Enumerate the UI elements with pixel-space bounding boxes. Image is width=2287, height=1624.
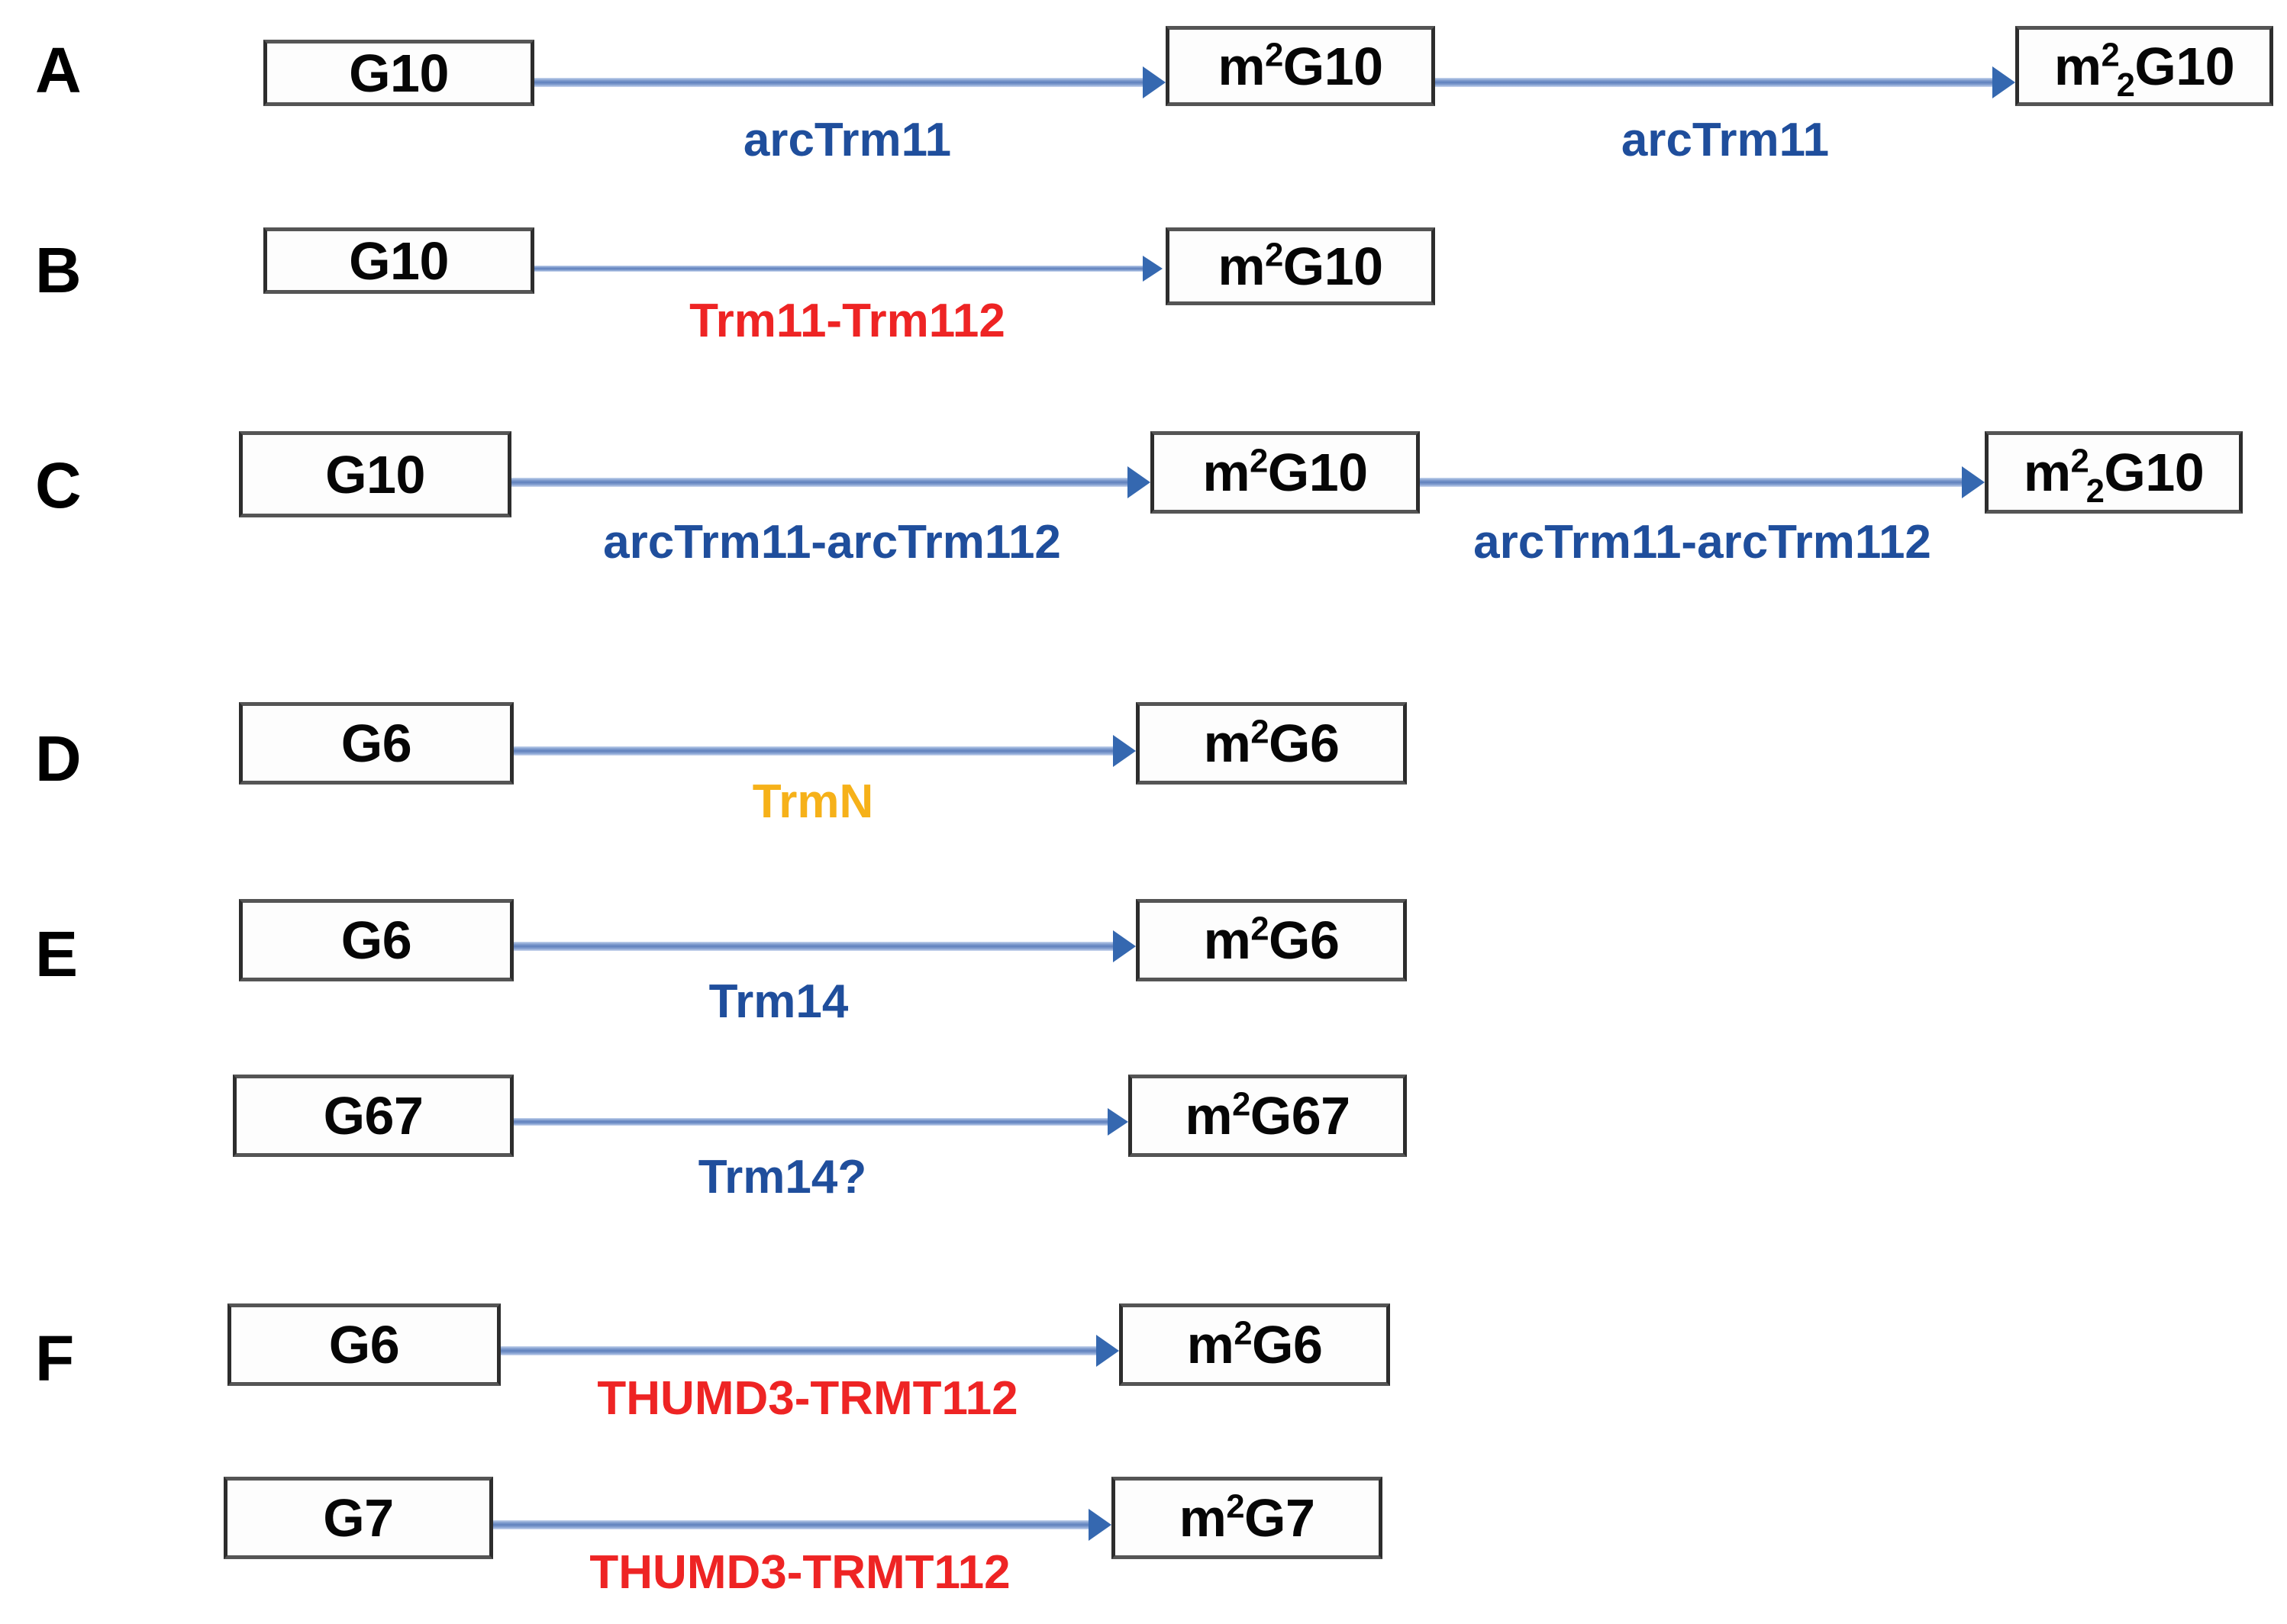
enzyme-label-f2-thumd3-trmt112: THUMD3-TRMT112 — [589, 1546, 1011, 1599]
node-box-b-m2g10: m2G10 — [1166, 227, 1435, 305]
node-label-d-m2g6: m2G6 — [1203, 714, 1340, 773]
enzyme-label-e2-trm14q: Trm14? — [698, 1151, 867, 1204]
panel-letter-a: A — [35, 34, 82, 106]
node-box-a-g10: G10 — [263, 40, 534, 106]
arrow-shaft — [511, 478, 1127, 487]
node-label-e2-m2g67: m2G67 — [1185, 1086, 1350, 1146]
node-box-c-m22g10: m22G10 — [1985, 431, 2243, 514]
arrow-head — [1992, 66, 2015, 98]
node-label-c-m2g10: m2G10 — [1202, 443, 1368, 502]
arrow-head — [1089, 1509, 1111, 1541]
panel-letter-f: F — [35, 1323, 75, 1394]
node-box-e2-g67: G67 — [233, 1075, 514, 1157]
enzyme-label-a-arctrm11-1: arcTrm11 — [743, 114, 952, 166]
node-box-e2-m2g67: m2G67 — [1128, 1075, 1407, 1157]
panel-letter-b: B — [35, 234, 82, 306]
node-box-b-g10: G10 — [263, 227, 534, 294]
node-box-c-g10: G10 — [239, 431, 511, 517]
node-box-a-m22g10: m22G10 — [2015, 26, 2273, 106]
arrow-shaft — [514, 1118, 1108, 1126]
enzyme-label-b-trm11-trm112: Trm11-Trm112 — [689, 295, 1005, 347]
node-label-f2-m2g7: m2G7 — [1179, 1488, 1315, 1548]
node-box-d-m2g6: m2G6 — [1136, 702, 1407, 785]
node-label-f1-g6: G6 — [328, 1315, 400, 1374]
arrow-shaft — [514, 746, 1113, 756]
enzyme-label-e1-trm14: Trm14 — [708, 975, 849, 1028]
arrow-head — [1113, 930, 1136, 962]
arrow-head — [1113, 735, 1136, 767]
enzyme-label-d-trmn: TrmN — [752, 775, 874, 828]
node-box-f2-g7: G7 — [224, 1477, 493, 1559]
arrow-shaft — [1435, 78, 1992, 87]
arrow-head — [1143, 66, 1166, 98]
panel-letter-e: E — [35, 918, 79, 990]
arrow-shaft — [514, 942, 1113, 951]
node-box-f1-g6: G6 — [227, 1303, 501, 1386]
node-box-e1-m2g6: m2G6 — [1136, 899, 1407, 981]
node-box-f1-m2g6: m2G6 — [1119, 1303, 1390, 1386]
node-label-a-m22g10: m22G10 — [2053, 36, 2235, 104]
enzyme-label-a-arctrm11-2: arcTrm11 — [1621, 114, 1830, 166]
node-box-c-m2g10: m2G10 — [1150, 431, 1420, 514]
node-label-c-m22g10: m22G10 — [2023, 443, 2205, 510]
node-label-b-g10: G10 — [349, 230, 449, 291]
node-box-d-g6: G6 — [239, 702, 514, 785]
node-label-a-m2g10: m2G10 — [1218, 36, 1383, 96]
arrow-head — [1108, 1108, 1128, 1136]
arrow-head — [1096, 1335, 1119, 1367]
node-label-b-m2g10: m2G10 — [1218, 237, 1383, 296]
enzyme-label-c-arctrm11-arctrm112-1: arcTrm11-arcTrm112 — [603, 516, 1061, 569]
enzyme-label-f1-thumd3-trmt112: THUMD3-TRMT112 — [597, 1372, 1018, 1425]
panel-letter-d: D — [35, 723, 82, 794]
node-label-c-g10: G10 — [325, 444, 425, 504]
panel-letter-c: C — [35, 450, 82, 521]
arrow-shaft — [534, 78, 1143, 87]
node-label-a-g10: G10 — [349, 43, 449, 103]
node-label-f2-g7: G7 — [323, 1488, 394, 1548]
node-box-e1-g6: G6 — [239, 899, 514, 981]
node-box-a-m2g10: m2G10 — [1166, 26, 1435, 106]
node-label-e2-g67: G67 — [323, 1086, 424, 1146]
node-label-e1-m2g6: m2G6 — [1203, 910, 1340, 970]
arrow-shaft — [493, 1520, 1089, 1529]
arrow-head — [1962, 466, 1985, 498]
arrow-shaft — [501, 1346, 1096, 1355]
node-label-f1-m2g6: m2G6 — [1186, 1315, 1323, 1374]
enzyme-label-c-arctrm11-arctrm112-2: arcTrm11-arcTrm112 — [1473, 516, 1931, 569]
node-box-f2-m2g7: m2G7 — [1111, 1477, 1382, 1559]
node-label-e1-g6: G6 — [340, 910, 412, 970]
arrow-shaft — [1420, 478, 1962, 487]
arrow-head — [1143, 256, 1163, 282]
arrow-shaft — [534, 266, 1143, 272]
arrow-head — [1127, 466, 1150, 498]
node-label-d-g6: G6 — [340, 714, 412, 773]
